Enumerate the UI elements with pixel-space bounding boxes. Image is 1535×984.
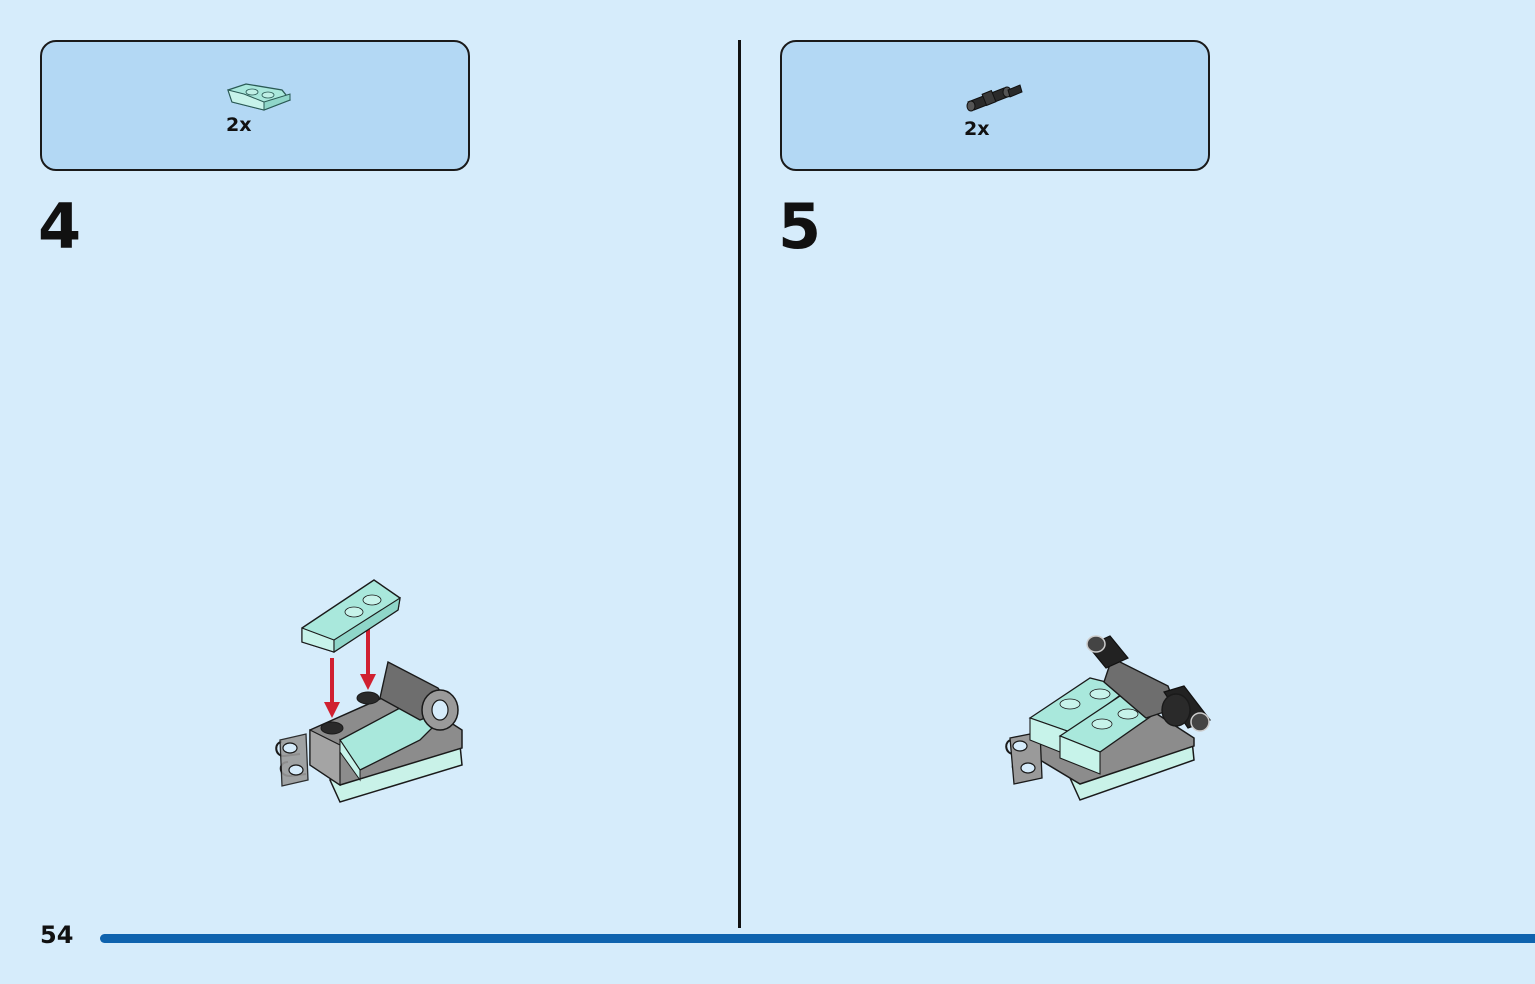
page-number: 54 — [40, 921, 74, 949]
step-number-4: 4 — [38, 190, 82, 263]
step-number-5: 5 — [778, 190, 822, 263]
parts-callout-step-4: 2x — [40, 40, 470, 171]
part-quantity: 2x — [964, 118, 990, 140]
step-5-model-illustration — [1005, 635, 1211, 801]
step-4-model-illustration — [275, 579, 463, 803]
black-technic-pin-icon — [966, 84, 1023, 112]
trans-light-aqua-curved-slope-icon — [227, 83, 292, 111]
footer-bar — [100, 934, 1535, 943]
parts-callout-step-5: 2x — [780, 40, 1210, 171]
page-divider — [738, 40, 741, 928]
part-quantity: 2x — [226, 114, 252, 136]
